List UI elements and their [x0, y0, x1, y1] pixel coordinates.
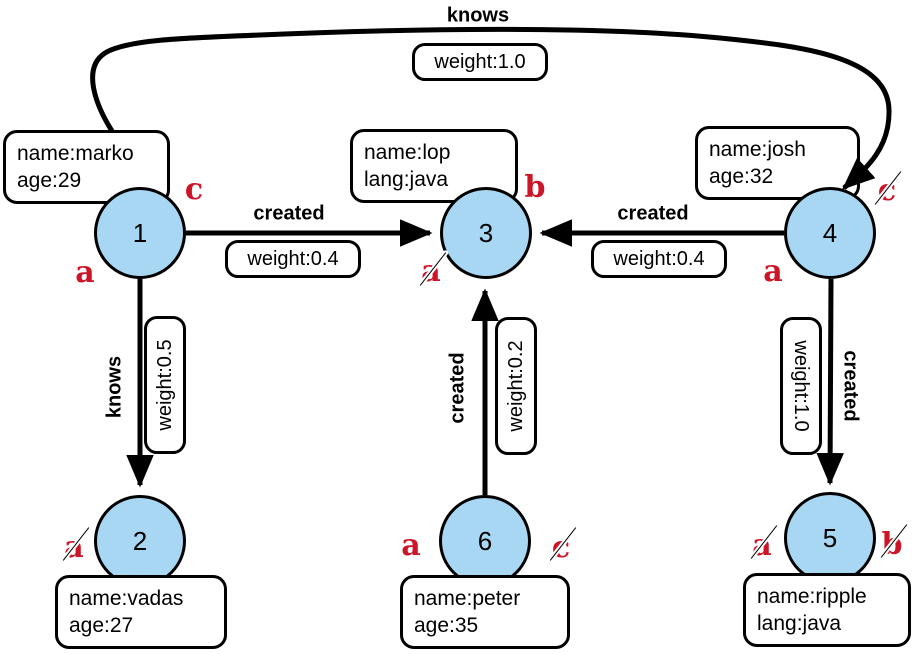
- property-line: name:ripple: [757, 585, 867, 608]
- marker-letter: a: [763, 254, 783, 289]
- vertex-id: 4: [822, 217, 838, 248]
- edge-label-created-4-5: created: [839, 350, 862, 422]
- property-line: lang:java: [364, 168, 449, 191]
- marker-letter: c: [184, 172, 204, 207]
- edge-knows-1-4: [90, 26, 892, 190]
- property-line: name:peter: [414, 587, 521, 610]
- property-line: name:josh: [709, 138, 806, 161]
- property-line: age:35: [414, 614, 479, 637]
- edge-label-knows-1-2: knows: [103, 355, 126, 419]
- vertex-3: 3: [440, 187, 532, 279]
- edge-label-knows-1-4: knows: [446, 4, 510, 27]
- vertex-2-properties: name:vadas age:27: [55, 575, 227, 649]
- property-line: age:29: [17, 169, 82, 192]
- marker-letter: a: [75, 255, 95, 290]
- property-line: name:lop: [364, 141, 451, 164]
- vertex-id: 2: [132, 525, 148, 556]
- edge-created-4-5: [816, 278, 844, 486]
- edge-weight-knows-1-4: weight:1.0: [412, 43, 548, 81]
- edge-label-created-4-3: created: [617, 202, 689, 225]
- vertex-6: 6: [439, 495, 531, 587]
- vertex-4: 4: [784, 187, 876, 279]
- vertex-5: 5: [784, 492, 876, 584]
- property-line: name:vadas: [69, 587, 184, 610]
- property-line: lang:java: [757, 612, 842, 635]
- vertex-5-properties: name:ripple lang:java: [743, 573, 911, 647]
- edge-weight-created-1-3: weight:0.4: [225, 240, 361, 278]
- vertex-1: 1: [94, 187, 186, 279]
- vertex-id: 5: [822, 522, 838, 553]
- vertex-6-properties: name:peter age:35: [400, 575, 570, 649]
- edge-label-created-6-3: created: [446, 352, 469, 424]
- property-line: age:32: [709, 165, 774, 188]
- edge-label-created-1-3: created: [253, 202, 325, 225]
- vertex-id: 1: [132, 217, 148, 248]
- vertex-2: 2: [94, 495, 186, 587]
- edge-weight-created-4-3: weight:0.4: [591, 240, 727, 278]
- marker-letter: b: [524, 170, 546, 205]
- marker-letter: a: [401, 528, 421, 563]
- vertex-id: 3: [478, 217, 494, 248]
- vertex-id: 6: [477, 525, 493, 556]
- property-line: age:27: [69, 614, 134, 637]
- property-line: name:marko: [17, 142, 134, 165]
